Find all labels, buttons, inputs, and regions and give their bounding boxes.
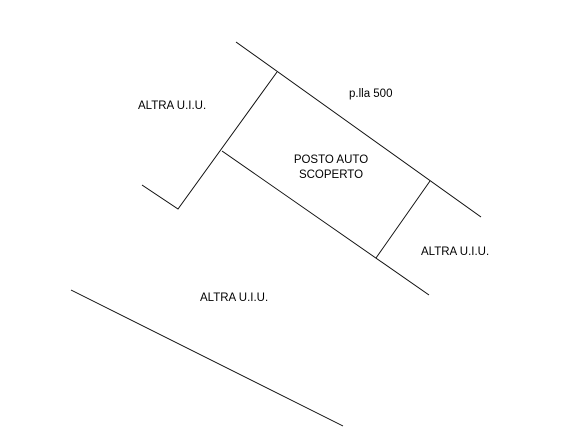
boundary-line-lower (70, 289, 344, 427)
boundary-line-left-jog (141, 71, 278, 210)
unit-label-bottom: ALTRA U.I.U. (200, 292, 268, 304)
boundary-line-parking-right (375, 180, 431, 259)
boundary-line-parcel (235, 41, 482, 218)
unit-label-top-left: ALTRA U.I.U. (138, 100, 206, 112)
parking-label-line1: POSTO AUTO (294, 154, 368, 166)
boundary-line-parking-bottom (221, 150, 430, 296)
parking-label-line2: SCOPERTO (299, 169, 363, 181)
parcel-label: p.lla 500 (349, 88, 392, 100)
unit-label-right: ALTRA U.I.U. (421, 246, 489, 258)
